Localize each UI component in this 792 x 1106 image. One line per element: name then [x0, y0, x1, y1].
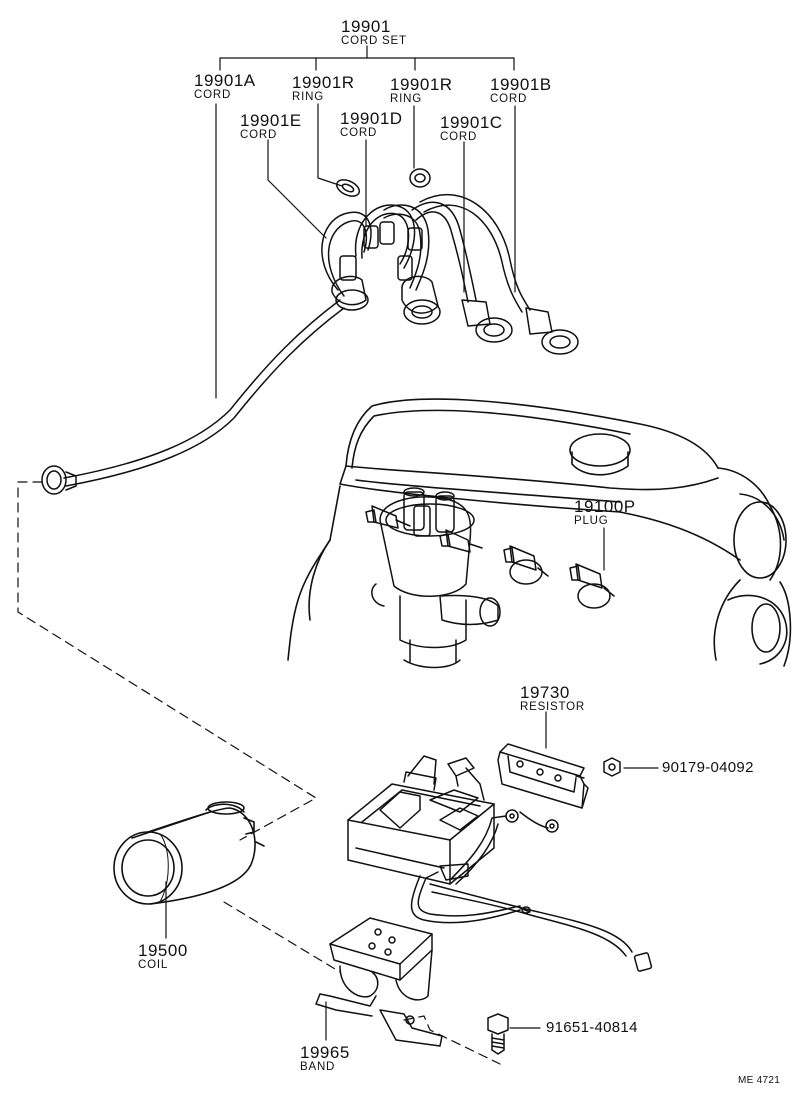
plug-boots [331, 275, 579, 355]
cord-b-name: CORD [490, 93, 528, 105]
leader-lines [165, 45, 659, 1041]
diagram-code: ME 4721 [738, 1075, 781, 1086]
coil-part-number: 19500 [138, 941, 188, 960]
coil-name: COIL [138, 959, 169, 971]
cord-set-part-number: 19901 [341, 17, 391, 36]
callout-band: 19965 BAND [300, 1044, 350, 1074]
distributor-body [371, 487, 501, 669]
cord-a-part-number: 19901A [194, 71, 256, 90]
callout-ring-left: 19901R RING [292, 74, 355, 104]
cord-b-part-number: 19901B [490, 75, 552, 94]
plug-part-number: 19100P [574, 497, 636, 516]
cord-d-name: CORD [340, 127, 378, 139]
cord-a-name: CORD [194, 89, 232, 101]
callout-cord-c: 19901C CORD [440, 114, 503, 144]
ignition-coil [113, 801, 265, 905]
ring-right-part-number: 19901R [390, 75, 453, 94]
ring-left-name: RING [292, 91, 324, 103]
spark-plugs [365, 505, 615, 609]
callout-cord-a: 19901A CORD [194, 72, 256, 102]
resistor-name: RESISTOR [520, 701, 585, 713]
bolt-part [487, 1013, 509, 1055]
resistor-part [497, 743, 589, 809]
band-bracket [315, 917, 443, 1047]
cord-e-name: CORD [240, 129, 278, 141]
phantom-lines [17, 481, 501, 1065]
regulator-assembly [347, 755, 653, 972]
cord-set-name: CORD SET [341, 35, 407, 47]
cord-d-part-number: 19901D [340, 109, 403, 128]
callout-cord-b: 19901B CORD [490, 76, 552, 106]
band-name: BAND [300, 1061, 336, 1073]
engine-outline [287, 398, 792, 667]
resistor-part-number: 19730 [520, 683, 570, 702]
nut-part [603, 757, 621, 777]
nut-part-number: 90179-04092 [662, 759, 754, 776]
band-part-number: 19965 [300, 1043, 350, 1062]
cord-set-wires [41, 193, 531, 495]
ring-parts [335, 168, 431, 197]
plug-name: PLUG [574, 515, 609, 527]
callout-ring-right: 19901R RING [390, 76, 453, 106]
callout-cord-e: 19901E CORD [240, 112, 302, 142]
callout-cord-set: 19901 CORD SET [341, 18, 407, 48]
ring-left-part-number: 19901R [292, 73, 355, 92]
callout-plug: 19100P PLUG [574, 498, 636, 528]
callout-coil: 19500 COIL [138, 942, 188, 972]
cord-c-name: CORD [440, 131, 478, 143]
cord-e-part-number: 19901E [240, 111, 302, 130]
bolt-part-number: 91651-40814 [546, 1019, 638, 1036]
callout-cord-d: 19901D CORD [340, 110, 403, 140]
callout-resistor: 19730 RESISTOR [520, 684, 585, 714]
ring-right-name: RING [390, 93, 422, 105]
cord-c-part-number: 19901C [440, 113, 503, 132]
